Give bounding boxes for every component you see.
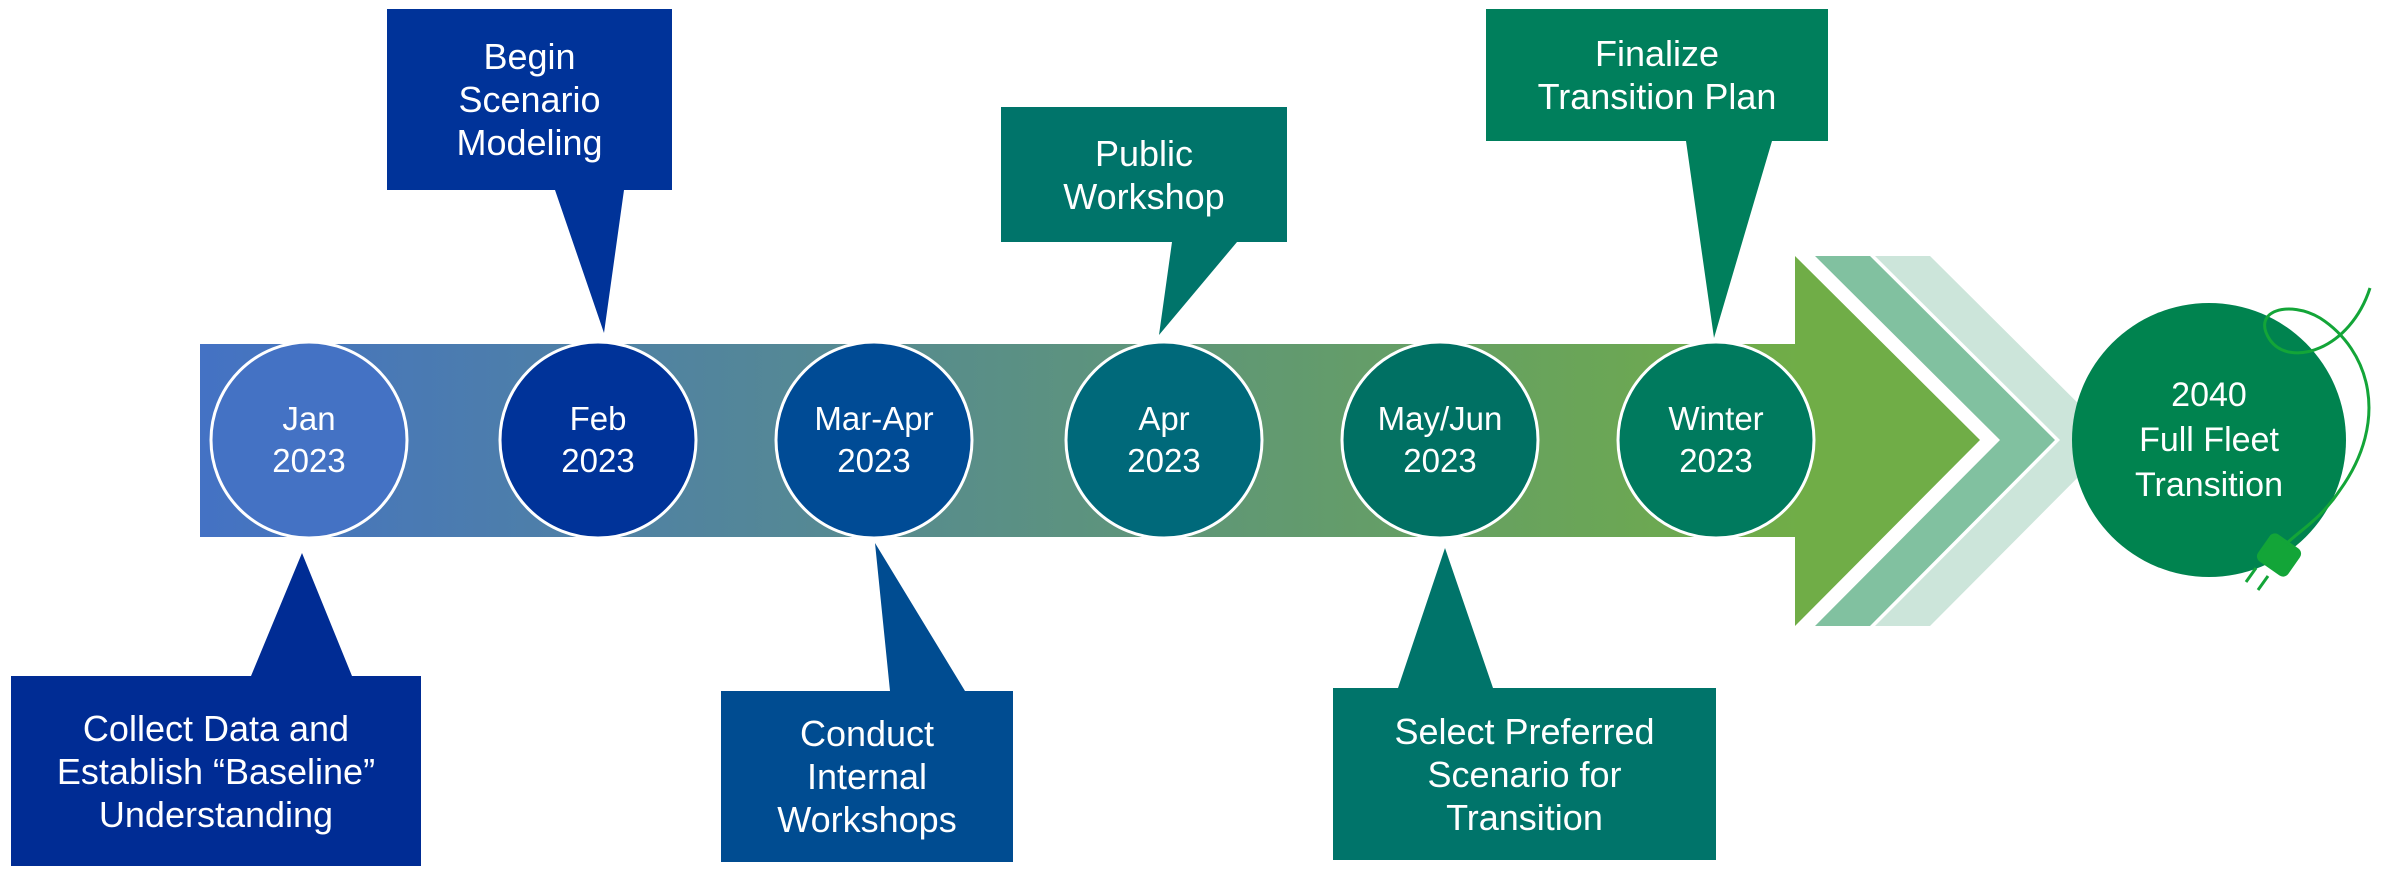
- callout-finalize-transition-plan: [1486, 9, 1828, 338]
- callout-line: Scenario for: [1427, 753, 1622, 795]
- callout-text-select-preferred-scenario: Select Preferred Scenario for Transition: [1333, 688, 1716, 860]
- milestone-year: 2023: [272, 442, 346, 479]
- timeline-band: [200, 344, 1800, 537]
- milestone-label-winter-2023: Winter 2023: [1618, 342, 1814, 538]
- callout-line: Workshops: [777, 799, 957, 840]
- callout-line: Collect Data and: [82, 707, 350, 749]
- milestone-year: 2023: [1403, 442, 1477, 479]
- end-node-line: Transition: [2134, 465, 2284, 504]
- chevron-2: [1875, 256, 2115, 626]
- callout-text-collect-data: Collect Data and Establish “Baseline” Un…: [11, 676, 421, 866]
- milestone-month: Mar-Apr: [814, 400, 934, 437]
- milestone-label-feb-2023: Feb 2023: [500, 342, 696, 538]
- milestone-circle-feb-2023: [498, 340, 698, 540]
- end-node-label: 2040 Full Fleet Transition: [2082, 320, 2336, 560]
- milestone-label-mar-apr-2023: Mar-Apr 2023: [776, 342, 972, 538]
- milestone-month: Jan: [282, 400, 336, 437]
- milestone-circle-jan-2023: [209, 340, 409, 540]
- chevron-1: [1815, 256, 2055, 626]
- milestone-month: Apr: [1138, 400, 1190, 437]
- callout-line: Begin: [483, 36, 576, 77]
- milestone-year: 2023: [561, 442, 635, 479]
- milestone-year: 2023: [1127, 442, 1201, 479]
- milestone-year: 2023: [837, 442, 911, 479]
- end-node-line: Full Fleet: [2139, 420, 2279, 459]
- milestone-month: May/Jun: [1377, 400, 1503, 437]
- callout-line: Understanding: [98, 793, 334, 835]
- callout-select-preferred-scenario: [1333, 548, 1716, 860]
- callout-text-begin-scenario-modeling: Begin Scenario Modeling: [387, 9, 672, 190]
- callout-line: Modeling: [456, 122, 603, 163]
- callout-line: Transition: [1446, 796, 1603, 838]
- callout-line: Scenario: [458, 79, 601, 120]
- milestone-month: Winter: [1668, 400, 1764, 437]
- callout-public-workshop: [1001, 107, 1287, 335]
- milestone-label-may-jun-2023: May/Jun 2023: [1342, 342, 1538, 538]
- callout-line: Workshop: [1063, 175, 1225, 217]
- end-node-year: 2040: [2171, 375, 2247, 414]
- plug-icon: [2244, 287, 2372, 591]
- callout-line: Internal: [806, 756, 928, 797]
- callout-line: Transition Plan: [1537, 76, 1777, 117]
- callout-begin-scenario-modeling: [387, 9, 672, 333]
- callout-conduct-internal-workshops: [721, 543, 1013, 862]
- milestone-label-apr-2023: Apr 2023: [1066, 342, 1262, 538]
- callout-line: Public: [1094, 132, 1194, 174]
- callout-line: Conduct: [799, 713, 935, 754]
- milestone-circle-mar-apr-2023: [774, 340, 974, 540]
- milestone-label-jan-2023: Jan 2023: [211, 342, 407, 538]
- callout-collect-data: [11, 553, 421, 866]
- end-node-circle: [2072, 303, 2346, 577]
- timeline-arrow-head: [1795, 256, 1980, 626]
- callout-text-finalize-transition-plan: Finalize Transition Plan: [1486, 9, 1828, 141]
- milestone-circle-may-jun-2023: [1340, 340, 1540, 540]
- milestone-month: Feb: [569, 400, 627, 437]
- callout-line: Finalize: [1594, 33, 1720, 74]
- milestone-year: 2023: [1679, 442, 1753, 479]
- callout-line: Establish “Baseline”: [56, 750, 376, 792]
- callout-line: Select Preferred: [1394, 710, 1655, 752]
- callout-text-conduct-internal-workshops: Conduct Internal Workshops: [721, 691, 1013, 862]
- callout-text-public-workshop: Public Workshop: [1001, 107, 1287, 242]
- milestone-circle-winter-2023: [1616, 340, 1816, 540]
- milestone-circle-apr-2023: [1064, 340, 1264, 540]
